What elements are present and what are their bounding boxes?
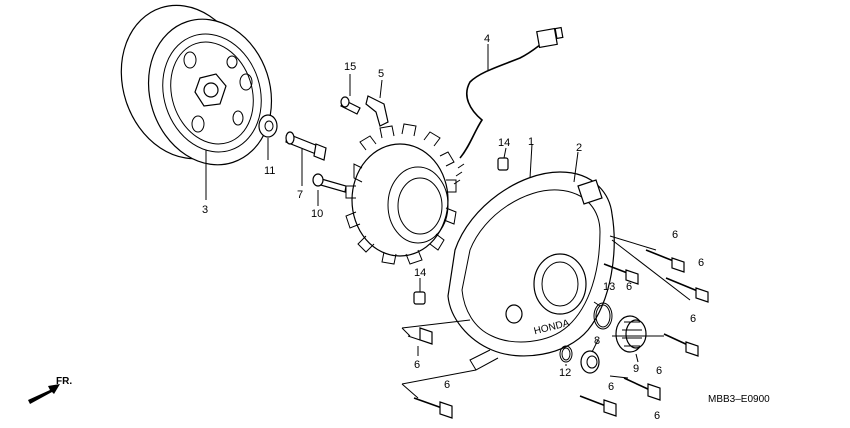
- dowel-pin-part-2: [413, 291, 426, 305]
- callout-6-c: 6: [626, 281, 632, 293]
- callout-7: 7: [297, 189, 303, 201]
- callout-6-f: 6: [656, 365, 662, 377]
- crankcase-cover-part: HONDA: [447, 171, 615, 371]
- timing-hole-cap-part: [615, 315, 647, 353]
- callout-2: 2: [576, 142, 582, 154]
- callout-6-h: 6: [608, 381, 614, 393]
- callout-10: 10: [311, 208, 323, 220]
- stator-part: [345, 123, 457, 265]
- long-bolts: [407, 249, 709, 419]
- callout-14-upper: 14: [498, 137, 510, 149]
- callout-6-i: 6: [654, 410, 660, 422]
- callout-15: 15: [344, 61, 356, 73]
- callout-11: 11: [264, 165, 275, 177]
- callout-12: 12: [559, 367, 571, 379]
- callout-6-a: 6: [672, 229, 678, 241]
- callout-6-g: 6: [444, 379, 450, 391]
- clamp-part: [365, 95, 389, 127]
- o-ring-part: [593, 302, 613, 330]
- leader-lines: [205, 44, 691, 399]
- callout-13: 13: [603, 281, 615, 293]
- callout-6-b: 6: [698, 257, 704, 269]
- callout-3: 3: [202, 204, 208, 216]
- callout-9: 9: [633, 363, 639, 375]
- callout-8: 8: [594, 335, 600, 347]
- callout-1: 1: [528, 136, 534, 148]
- wire-harness-part: [453, 26, 564, 185]
- callout-14-lower: 14: [414, 267, 426, 279]
- callout-6-e: 6: [414, 359, 420, 371]
- callout-4: 4: [484, 33, 490, 45]
- diagram-reference-code: MBB3–E0900: [708, 394, 770, 405]
- callout-6-d: 6: [690, 313, 696, 325]
- front-direction-label: FR.: [56, 376, 72, 387]
- bolt-part: [312, 173, 347, 193]
- flange-bolt-part: [285, 131, 327, 161]
- callout-5: 5: [378, 68, 384, 80]
- washer-part: [258, 114, 278, 138]
- small-o-ring-part: [559, 345, 573, 363]
- flywheel-part: [120, 4, 273, 166]
- small-bolt-part: [340, 96, 361, 115]
- plug-part: [580, 350, 600, 374]
- front-direction-arrow: FR.: [28, 376, 72, 404]
- dowel-pin-part: [497, 157, 509, 171]
